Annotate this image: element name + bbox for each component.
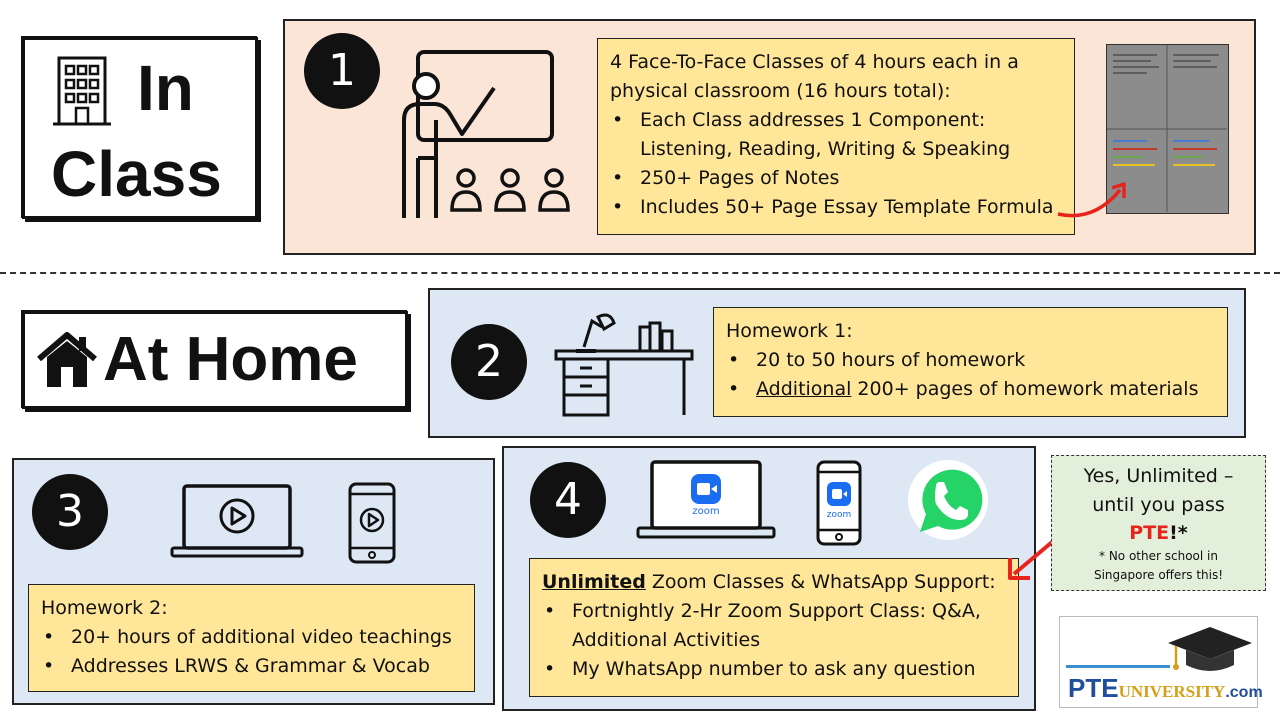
step-2-bullets: 20 to 50 hours of homework Additional 20… <box>726 346 1215 404</box>
house-icon <box>35 331 99 389</box>
logo-brand-university: UNIVERSITY <box>1118 682 1226 701</box>
step-4-info-box: Unlimited Zoom Classes & WhatsApp Suppor… <box>529 558 1019 697</box>
class-label: Class <box>51 138 222 210</box>
phone-video-icon <box>348 482 396 564</box>
step-1-bullet: Includes 50+ Page Essay Template Formula <box>610 193 1062 222</box>
pte-highlight: PTE <box>1129 522 1170 544</box>
logo-brand-com: .com <box>1225 684 1263 701</box>
grad-cap-icon <box>1164 623 1254 675</box>
whatsapp-icon <box>906 458 990 542</box>
step-3-number: 3 <box>32 474 108 550</box>
step-1-number: 1 <box>304 33 380 109</box>
pte-university-logo: PTEUNIVERSITY.com <box>1059 616 1263 708</box>
step-3-title: Homework 2: <box>41 597 168 619</box>
step-2-bullet: Additional 200+ pages of homework materi… <box>726 375 1215 404</box>
arrow-to-notes-icon <box>1054 182 1134 222</box>
building-icon <box>51 54 113 130</box>
step-3-info-box: Homework 2: 20+ hours of additional vide… <box>28 584 475 692</box>
step-2-bullet-rest: 200+ pages of homework materials <box>851 378 1199 400</box>
step-4-title-rest: Zoom Classes & WhatsApp Support: <box>645 571 996 593</box>
step-3-bullets: 20+ hours of additional video teachings … <box>41 623 462 681</box>
section-divider <box>0 272 1280 274</box>
step-1-bullets: Each Class addresses 1 Component: Listen… <box>610 106 1062 222</box>
step-2-bullet: 20 to 50 hours of homework <box>726 346 1215 375</box>
notes-thumbnail <box>1106 44 1229 214</box>
in-label: In <box>137 52 194 124</box>
callout-line-3: PTE!* <box>1052 520 1265 547</box>
laptop-video-icon <box>170 484 304 560</box>
step-1-info-box: 4 Face-To-Face Classes of 4 hours each i… <box>597 38 1075 235</box>
step-1-intro: 4 Face-To-Face Classes of 4 hours each i… <box>610 51 1019 102</box>
step-3-bullet: 20+ hours of additional video teachings <box>41 623 462 652</box>
step-2-title: Homework 1: <box>726 320 853 342</box>
unlimited-underlined: Unlimited <box>542 571 646 593</box>
logo-text: PTEUNIVERSITY.com <box>1068 673 1263 704</box>
zoom-laptop-label: zoom <box>692 506 720 517</box>
callout-line-1: Yes, Unlimited – <box>1083 465 1234 487</box>
step-2-info-box: Homework 1: 20 to 50 hours of homework A… <box>713 307 1228 417</box>
step-3-bullet: Addresses LRWS & Grammar & Vocab <box>41 652 462 681</box>
additional-underlined: Additional <box>756 378 852 400</box>
step-1-bullet: Each Class addresses 1 Component: Listen… <box>610 106 1062 164</box>
teacher-classroom-icon <box>390 48 580 224</box>
callout-line-2: until you pass <box>1092 494 1225 516</box>
logo-underline <box>1066 665 1170 668</box>
in-class-title-box: In Class <box>22 37 258 219</box>
zoom-phone-label: zoom <box>826 510 852 520</box>
callout-footnote-2: Singapore offers this! <box>1093 568 1224 582</box>
desk-lamp-icon <box>554 307 696 419</box>
unlimited-callout: Yes, Unlimited – until you pass PTE!* * … <box>1051 455 1266 591</box>
step-4-bullet: My WhatsApp number to ask any question <box>542 655 1006 684</box>
step-4-title: Unlimited Zoom Classes & WhatsApp Suppor… <box>542 568 1006 597</box>
step-4-number: 4 <box>530 462 606 538</box>
phone-zoom-icon <box>816 460 862 546</box>
laptop-zoom-icon <box>636 460 776 542</box>
callout-footnote-1: * No other school in <box>1099 549 1218 563</box>
step-2-number: 2 <box>451 324 527 400</box>
step-4-bullets: Fortnightly 2-Hr Zoom Support Class: Q&A… <box>542 597 1006 684</box>
callout-suffix: !* <box>1169 522 1188 544</box>
step-1-bullet: 250+ Pages of Notes <box>610 164 1062 193</box>
at-home-label: At Home <box>103 325 358 394</box>
at-home-title-box: At Home <box>22 311 408 409</box>
step-4-bullet: Fortnightly 2-Hr Zoom Support Class: Q&A… <box>542 597 1006 655</box>
logo-brand-pte: PTE <box>1068 673 1119 703</box>
